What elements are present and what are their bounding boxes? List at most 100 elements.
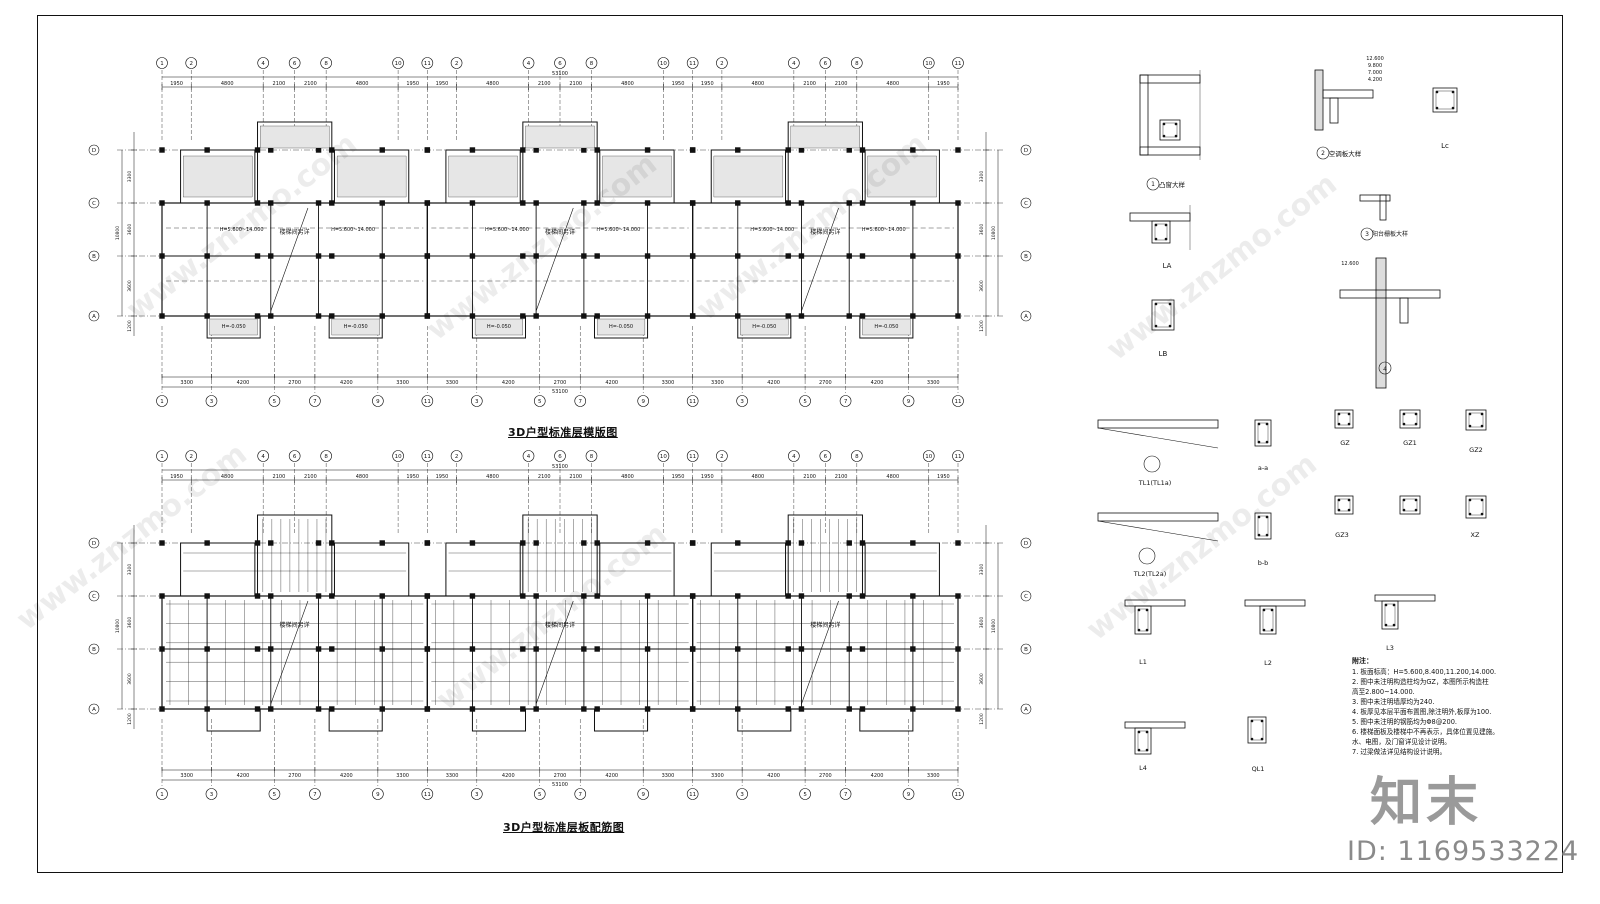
gz1-label: GZ1: [1403, 439, 1417, 447]
rebar-dot: [1164, 223, 1168, 227]
column: [846, 147, 852, 153]
top-axis-bubble: [156, 57, 168, 69]
slab-elevation: H=5.600~14.000: [331, 227, 375, 233]
l3-section: [1381, 600, 1399, 630]
column: [268, 200, 274, 206]
top-axis-bubble: [320, 450, 332, 462]
dimension-total: 10800: [991, 619, 997, 633]
column: [955, 253, 961, 259]
bottom-axis-bubble: [533, 788, 546, 800]
dimension-text: 2700: [819, 380, 832, 386]
rebar-dot: [1257, 422, 1261, 426]
axis-bubble-label: A: [1024, 314, 1028, 320]
column: [254, 313, 261, 319]
rebar-dot: [1480, 424, 1484, 428]
top-axis-bubble: [288, 450, 301, 462]
tl2-label: TL2(TL2a): [1133, 570, 1167, 578]
balcony-elevation: H=-0.050: [874, 324, 898, 330]
column: [689, 147, 696, 153]
slab-hatch: [713, 155, 784, 198]
rebar-stirrup: [1257, 422, 1269, 444]
top-axis-bubble: [922, 57, 935, 69]
column: [520, 200, 526, 206]
la-label: LA: [1163, 262, 1172, 270]
column: [329, 313, 335, 319]
axis-bubble-label: 11: [424, 792, 431, 798]
l1-label: L1: [1139, 658, 1147, 666]
top-axis-bubble: [392, 57, 404, 69]
column: [329, 200, 335, 206]
column: [520, 147, 526, 153]
column: [644, 253, 651, 259]
detail-4-wall: [1375, 257, 1387, 389]
dimension-text: 3300: [446, 773, 459, 779]
column: [254, 200, 261, 206]
column: [424, 540, 431, 546]
axis-bubble-label: 5: [273, 399, 277, 405]
top-axis-bubble: [450, 450, 463, 462]
column: [254, 253, 261, 259]
column: [520, 540, 526, 546]
axis-bubble-label: 6: [293, 61, 297, 67]
column: [315, 313, 322, 319]
north-room-outline: [180, 149, 256, 204]
rebar-dot: [1265, 422, 1269, 426]
column: [735, 313, 741, 319]
axis-bubble-label: 1: [160, 61, 164, 67]
column: [315, 253, 322, 259]
axis-bubble-label: 7: [313, 792, 317, 798]
north-room-outline: [599, 149, 675, 204]
column: [379, 646, 385, 652]
column: [910, 706, 916, 712]
north-room-outline: [333, 542, 410, 597]
dimension-total: 53100: [552, 71, 568, 77]
axis-bubble-label: 4: [261, 454, 265, 460]
slab-hatch: [183, 155, 253, 198]
column: [315, 593, 322, 599]
dimension-text: 4200: [237, 380, 250, 386]
bottom-axis-bubble: [799, 395, 811, 407]
top-axis-bubble: [392, 450, 404, 462]
south-balcony-outline: [471, 315, 527, 339]
column: [329, 147, 335, 153]
axis-bubble-label: 10: [395, 454, 402, 460]
column: [735, 253, 741, 259]
rebar-stirrup: [1137, 608, 1149, 632]
bottom-axis-bubble: [574, 395, 587, 407]
axis-bubble-label: C: [92, 594, 96, 600]
north-core-outline: [787, 514, 863, 597]
stair-label: 楼梯间另详: [280, 228, 310, 236]
column: [204, 540, 210, 546]
rebar-dot: [1337, 508, 1341, 512]
dimension-text: 1950: [170, 474, 183, 480]
slab-hatch: [209, 318, 258, 336]
top-axis-bubble: [952, 450, 964, 462]
bottom-axis-bubble: [637, 395, 649, 407]
rebar-dot: [1435, 106, 1439, 110]
column: [520, 593, 526, 599]
axis-bubble-label: 11: [689, 399, 696, 405]
column: [254, 540, 261, 546]
axis-bubble-label: D: [92, 148, 96, 154]
axis-bubble-label: 2: [189, 454, 193, 460]
bottom-axis-bubble: [309, 395, 321, 407]
rebar-stirrup: [1435, 90, 1455, 110]
dimension-text: 2100: [273, 474, 286, 480]
dimension-text: 1950: [937, 81, 950, 87]
stair-label: 楼梯间另详: [810, 228, 840, 236]
row-axis-bubble-right: [1020, 703, 1032, 715]
dimension-text: 2100: [538, 474, 551, 480]
bottom-axis-bubble: [205, 395, 218, 407]
column: [315, 706, 322, 712]
column: [798, 706, 805, 712]
column: [594, 313, 600, 319]
rebar-dot: [1480, 412, 1484, 416]
l2-section: [1259, 605, 1277, 635]
bottom-axis-bubble: [156, 788, 168, 800]
column: [644, 147, 651, 153]
axis-bubble-label: 11: [424, 61, 431, 67]
top-axis-bubble: [320, 57, 332, 69]
rebar-dot: [1168, 302, 1172, 306]
rebar-dot: [1402, 498, 1406, 502]
dimension-text: 1950: [701, 81, 714, 87]
